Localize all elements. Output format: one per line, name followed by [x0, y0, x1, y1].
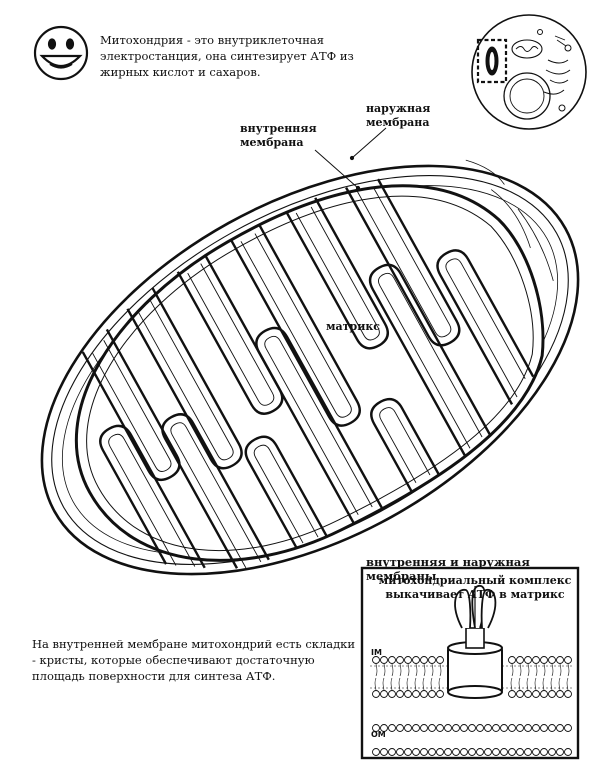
- cell-thumbnail-icon: [471, 14, 587, 130]
- inset-subtitle: митохондриальный комплекс выкачивает АТФ…: [378, 574, 572, 601]
- leader-lines: [314, 127, 387, 191]
- membrane-inset: [360, 566, 580, 760]
- inset-title: внутренняя и наружная мембраны: [366, 555, 530, 583]
- matrix-label: матрикс: [326, 320, 380, 333]
- inner-membrane-label: внутренняя мембрана: [240, 122, 317, 149]
- inner-bilayer: [372, 656, 572, 698]
- outer-membrane-label: наружная мембрана: [366, 102, 431, 129]
- cristae-note: На внутренней мембране митохондрий есть …: [32, 637, 356, 683]
- cristae-bottom: [99, 249, 535, 569]
- outer-membrane-inner-edge: [51, 175, 569, 565]
- mitochondrion: [40, 159, 580, 576]
- atp-synthase-complex: [447, 585, 503, 699]
- im-label: IM: [371, 648, 382, 657]
- outer-bilayer: [372, 724, 572, 756]
- cristae-top: [81, 178, 461, 482]
- smiley-face-icon: [33, 25, 89, 81]
- inner-membrane: [74, 184, 545, 562]
- intro-text: Митохондрия - это внутриклеточная электр…: [100, 33, 354, 79]
- om-label: OM: [371, 730, 386, 739]
